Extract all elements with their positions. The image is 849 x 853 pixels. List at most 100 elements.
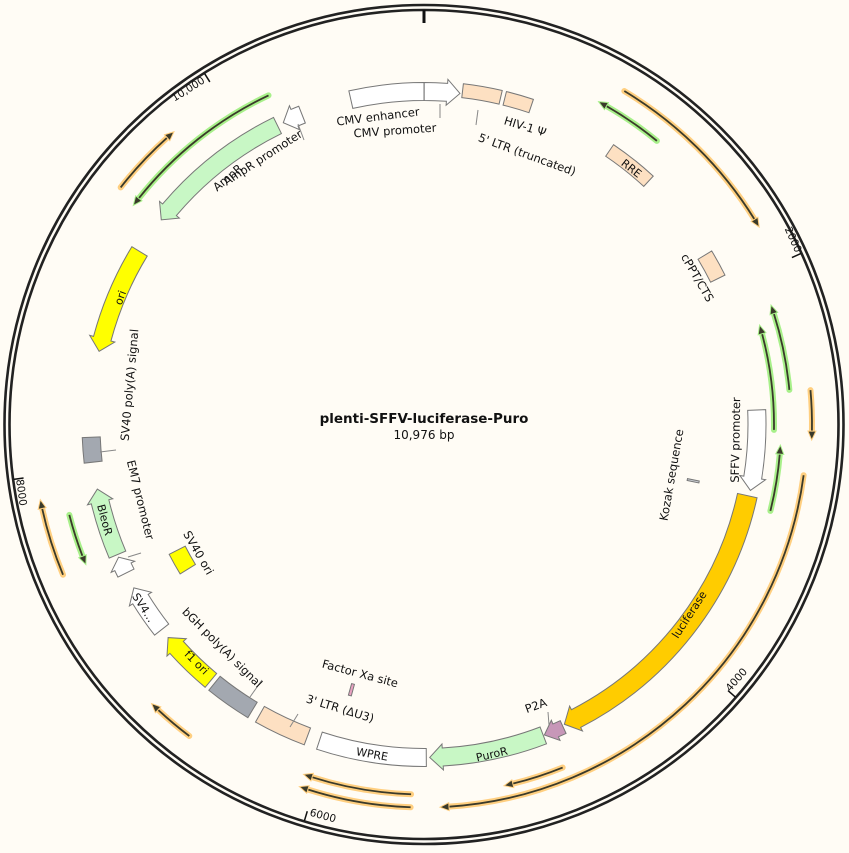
tick-label: 2000 [782, 225, 804, 254]
arrowhead-icon [132, 194, 143, 207]
feature-label: 3' LTR (ΔU3) [305, 692, 376, 726]
orf-arc[interactable] [597, 101, 660, 144]
arrowhead-icon [438, 801, 450, 812]
arrowhead-icon [150, 702, 162, 714]
feature-luciferase[interactable] [563, 492, 758, 732]
feature-factor-xa-site[interactable] [347, 682, 356, 697]
leader-line [297, 123, 305, 141]
arrowhead-icon [302, 772, 315, 782]
orf-arc[interactable] [769, 303, 793, 393]
feature-hiv-1[interactable] [502, 90, 535, 114]
primer-arc[interactable] [502, 764, 566, 789]
feature-sffv-promoter[interactable] [738, 409, 767, 492]
plasmid-length: 10,976 bp [393, 428, 454, 442]
arrowhead-icon [298, 785, 310, 795]
tick-label: 8000 [13, 479, 29, 507]
arrowhead-icon [597, 101, 610, 111]
arrowhead-icon [502, 778, 515, 789]
arrowhead-icon [37, 498, 47, 511]
feature-ori[interactable] [88, 246, 148, 353]
track-layer [37, 88, 817, 812]
leader-line [127, 552, 142, 558]
tick-mark [303, 811, 308, 822]
feature-label: 5' LTR (truncated) [477, 130, 578, 178]
feature-rre[interactable] [605, 143, 654, 188]
orf-arc[interactable] [757, 323, 777, 433]
arrowhead-icon [750, 216, 760, 229]
feature-5-ltr-truncated[interactable] [461, 83, 503, 105]
feature-label: SV40 poly(A) signal [118, 328, 142, 441]
feature-bleor[interactable] [86, 488, 127, 559]
orf-arc[interactable] [66, 511, 87, 566]
orf-arc[interactable] [767, 443, 785, 514]
arc-highlight [770, 310, 793, 393]
feature-sv40-poly-a-signal[interactable] [81, 436, 103, 464]
leader-lines [99, 104, 550, 728]
arc-line [761, 333, 775, 430]
leader-line [249, 679, 263, 698]
plasmid-name: plenti-SFFV-luciferase-Puro [320, 411, 529, 427]
leader-line [99, 449, 117, 453]
primer-arc[interactable] [621, 88, 760, 229]
arc-line [157, 709, 190, 737]
feature-cppt-cts[interactable] [697, 250, 726, 283]
arc-line [623, 90, 756, 220]
feature-label: CMV promoter [353, 121, 437, 141]
orf-arc[interactable] [132, 92, 272, 207]
feature-kozak-sequence[interactable] [686, 478, 700, 484]
feature-sv40-ori[interactable] [168, 545, 197, 575]
feature-label: HIV-1 Ψ [502, 113, 548, 139]
tick-mark [13, 477, 24, 481]
feature-ampr-promoter[interactable] [282, 104, 306, 131]
feature-em7-promoter[interactable] [110, 556, 137, 578]
feature-sv40-promoter[interactable] [128, 587, 170, 636]
arc-line [307, 788, 411, 809]
feature-label: SFFV promoter [728, 397, 743, 483]
ring-outer-line [3, 3, 845, 846]
tick-label: 4000 [723, 666, 750, 694]
feature-f1-ori[interactable] [166, 637, 218, 689]
arc-highlight [309, 774, 415, 798]
primer-arc[interactable] [302, 772, 415, 798]
feature-layer [81, 78, 767, 772]
arc-highlight [621, 88, 758, 223]
arrowhead-icon [807, 430, 817, 442]
leader-line [289, 713, 299, 728]
arrowhead-icon [77, 554, 87, 566]
feature-label: Kozak sequence [657, 428, 687, 522]
feature-inline-label: ori [112, 289, 129, 307]
primer-arc[interactable] [150, 702, 193, 739]
feature-wpre[interactable] [315, 731, 427, 767]
leader-line [547, 711, 550, 726]
feature-label: P2A [523, 695, 549, 716]
primer-arc[interactable] [298, 785, 414, 811]
feature-p2a[interactable] [543, 719, 567, 742]
feature-label: EM7 promoter [124, 459, 157, 542]
feature-puror[interactable] [429, 726, 548, 772]
feature-bgh-poly-a-signal[interactable] [208, 675, 258, 719]
feature-3-ltr-u3[interactable] [254, 705, 312, 746]
arc-line [138, 94, 269, 199]
primer-arc[interactable] [37, 498, 67, 578]
arc-line [311, 776, 412, 796]
feature-cmv-promoter[interactable] [423, 78, 461, 107]
arrowhead-icon [757, 323, 767, 336]
arrowhead-icon [774, 443, 785, 456]
tick-mark [203, 73, 211, 83]
feature-inline-label: WPRE [355, 745, 389, 763]
arc-line [448, 475, 805, 808]
arc-line [68, 514, 84, 557]
primer-arc[interactable] [117, 130, 175, 191]
arrowhead-icon [769, 303, 779, 316]
arrowhead-icon [163, 130, 175, 142]
tick-mark [727, 690, 737, 698]
leader-line [475, 109, 479, 126]
tick-mark [791, 252, 802, 259]
tick-label: 10,000 [170, 75, 208, 105]
primer-arc[interactable] [807, 387, 817, 442]
arc-line [772, 313, 791, 390]
primer-arc[interactable] [438, 472, 807, 812]
feature-ampr[interactable] [158, 116, 283, 221]
arc-line [41, 508, 64, 576]
